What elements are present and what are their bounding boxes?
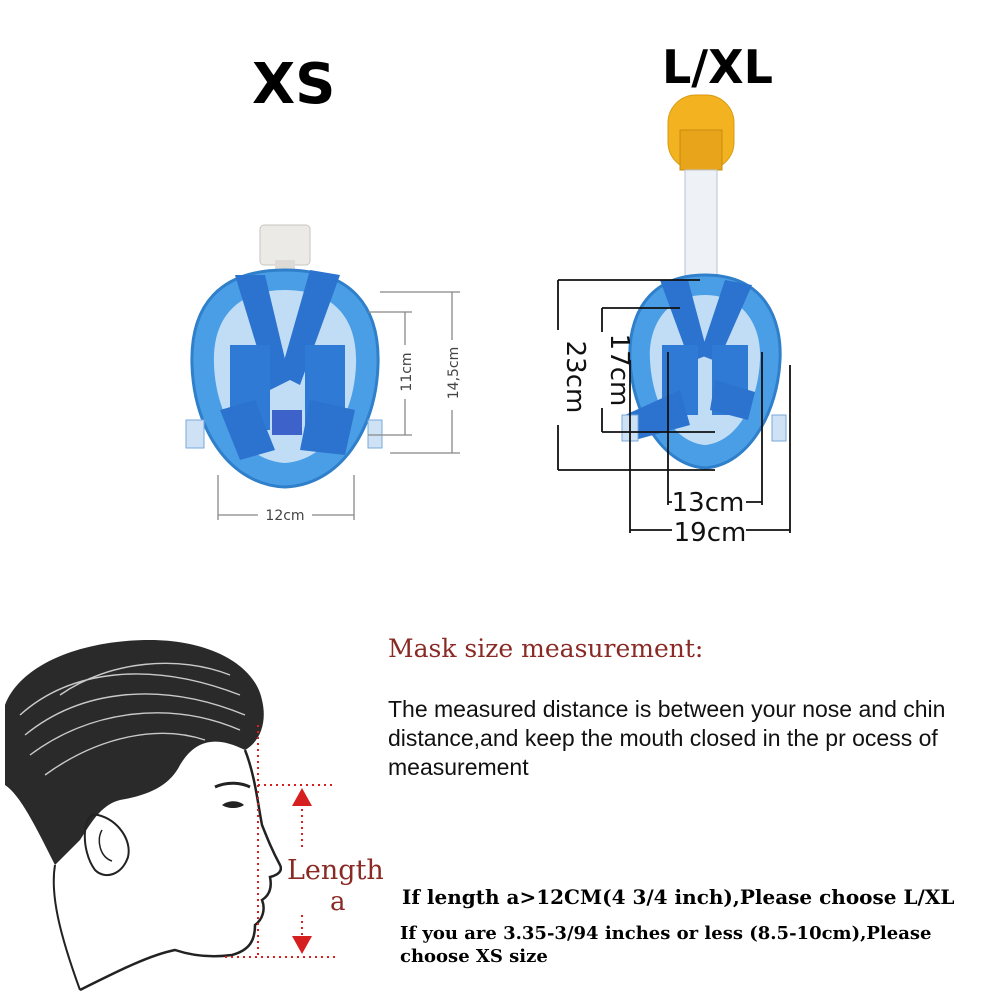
arrow-up <box>292 788 312 806</box>
xs-size-title: XS <box>252 52 336 117</box>
head-profile-illustration: Length a <box>5 640 394 992</box>
lxl-outer-width-label: 19cm <box>674 518 747 548</box>
lxl-mask-illustration: 23cm 17cm 13cm 19cm <box>542 94 791 548</box>
xs-mask-illustration: 11cm 14,5cm 12cm <box>185 224 464 524</box>
eye <box>222 801 244 808</box>
measurement-heading: Mask size measurement: <box>388 634 704 663</box>
xs-strap-left <box>235 275 290 390</box>
xs-strap-right <box>280 270 340 385</box>
eyebrow <box>214 781 251 789</box>
ear <box>83 813 130 877</box>
lxl-inner-height-label: 17cm <box>604 334 634 407</box>
measurement-description: The measured distance is between your no… <box>388 696 946 780</box>
face-profile <box>79 749 283 992</box>
lxl-size-title: L/XL <box>662 40 773 94</box>
rule-large-size: If length a>12CM(4 3/4 inch),Please choo… <box>402 885 955 909</box>
lxl-inner-width-label: 13cm <box>672 488 745 518</box>
lxl-strap-left <box>660 280 708 362</box>
lxl-strap-right <box>700 280 752 362</box>
xs-top-clip <box>259 224 311 266</box>
xs-inner-height-label: 11cm <box>399 352 415 391</box>
xs-width-label: 12cm <box>265 508 304 524</box>
lxl-snorkel-tube <box>684 169 718 281</box>
arrow-down <box>292 936 312 954</box>
xs-outer-height-label: 14,5cm <box>446 347 462 400</box>
lxl-outer-height-label: 23cm <box>560 341 590 414</box>
rule-small-size: If you are 3.35-3/94 inches or less (8.5… <box>400 923 932 967</box>
hair <box>5 640 264 865</box>
length-var: a <box>330 887 346 917</box>
length-label: Length <box>287 855 384 886</box>
